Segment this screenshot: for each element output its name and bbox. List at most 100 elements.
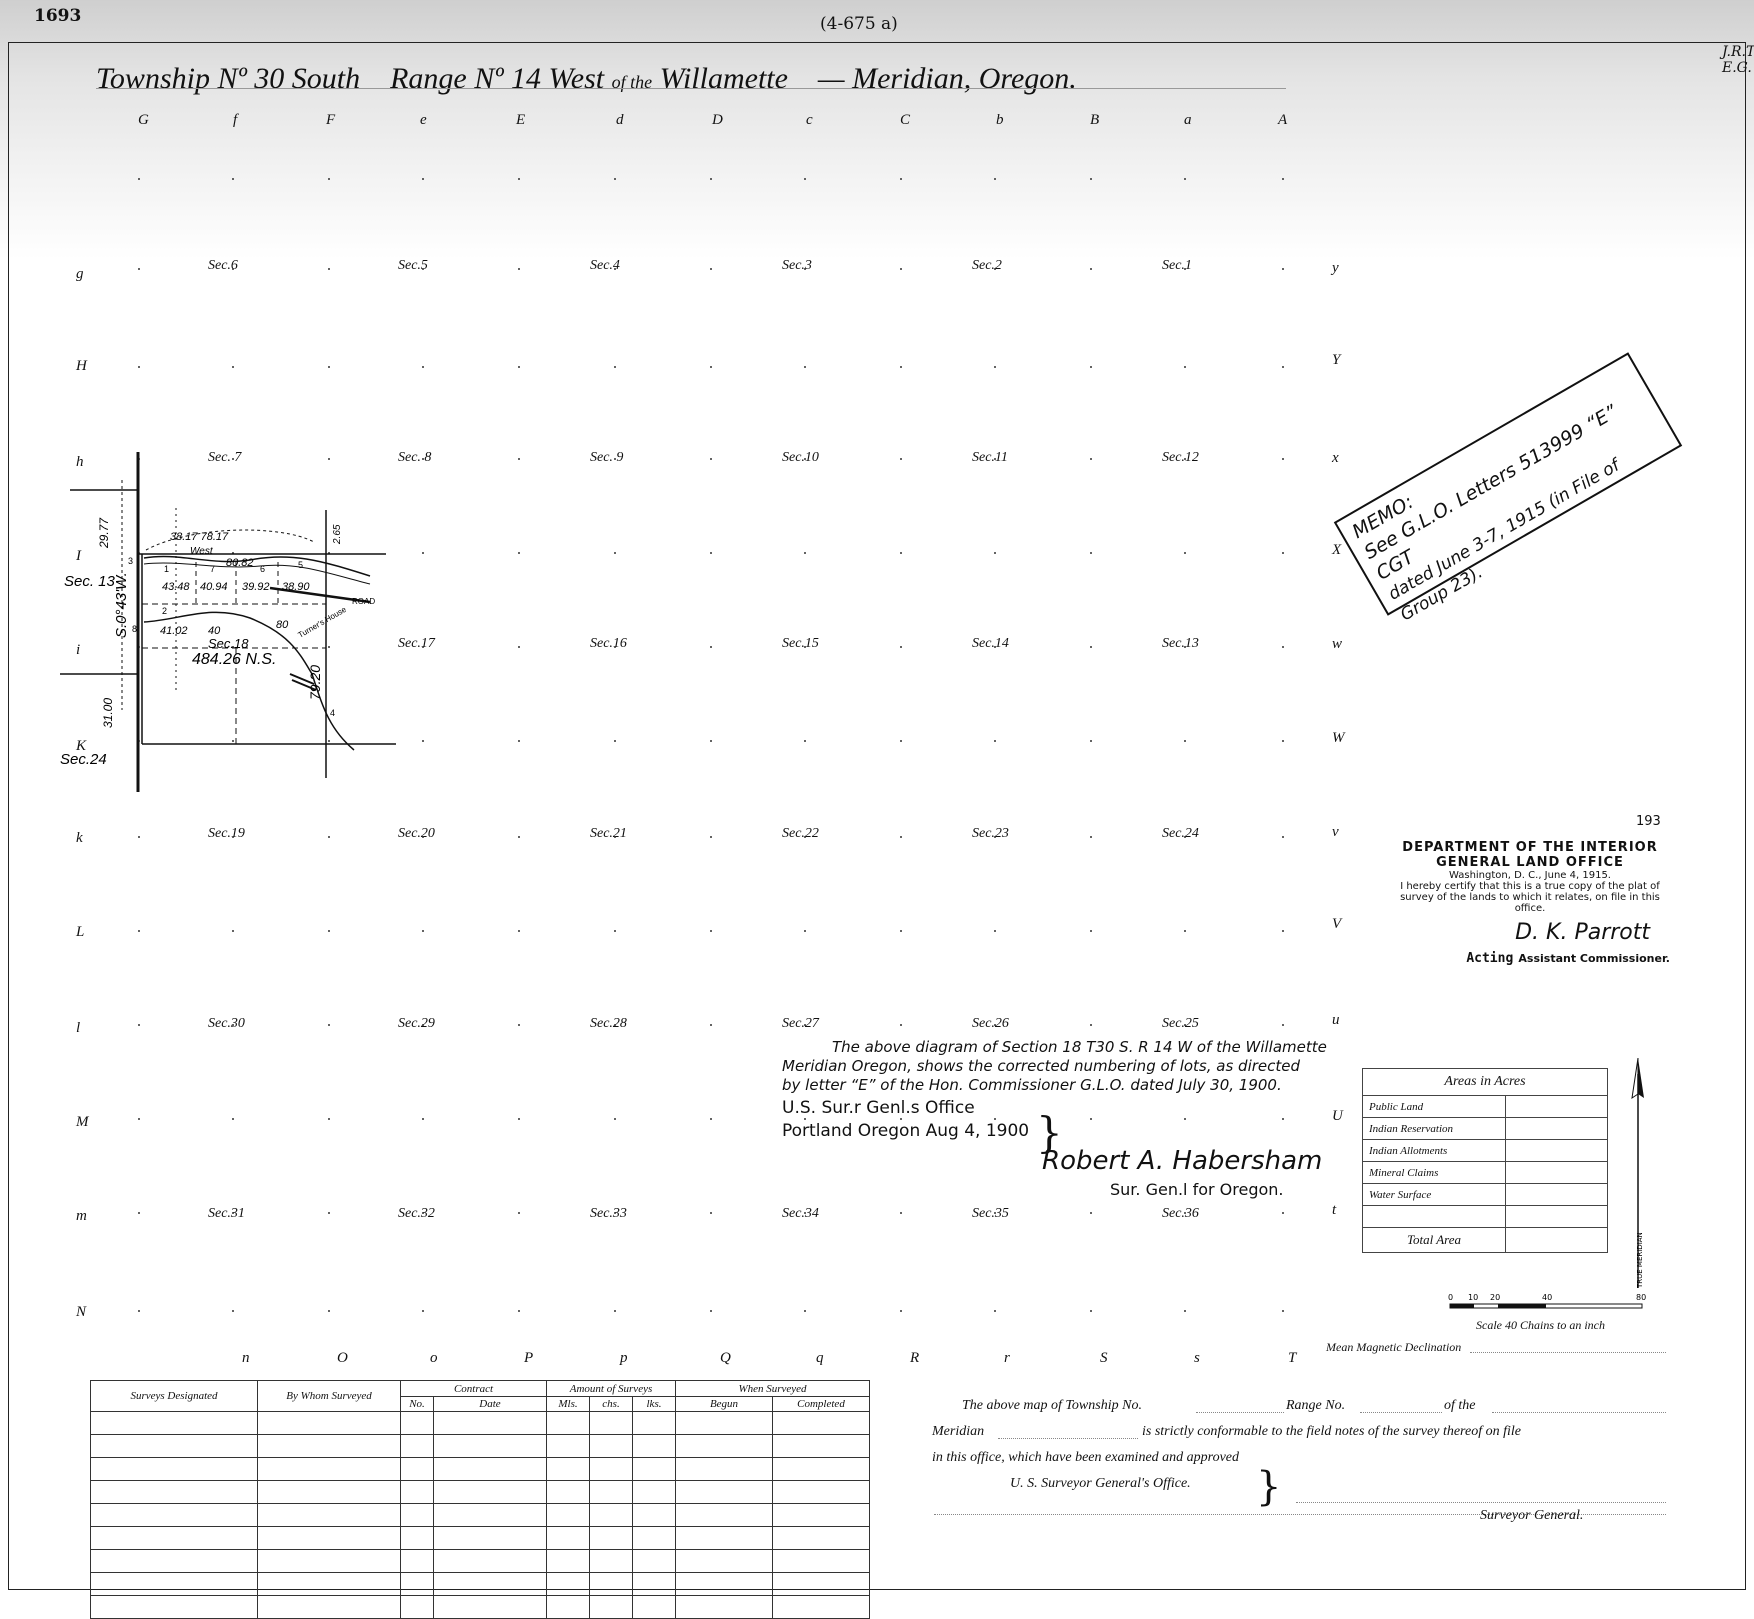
plat-number: (4-675 a) [820,14,898,34]
areas-row-label: Public Land [1362,1095,1506,1118]
grid-corner-dot [994,178,996,180]
lot-number-4: 4 [330,708,335,718]
grid-corner-dot [994,268,996,270]
grid-corner-dot [1090,268,1092,270]
cert-line-1a: The above map of Township No. [962,1398,1142,1413]
inset-dist-right-top: 2.65 [332,524,343,545]
scan-shading [0,0,1754,260]
scale-tick: 20 [1490,1293,1500,1302]
grid-corner-dot [138,1310,140,1312]
grid-corner-dot [232,178,234,180]
grid-corner-dot [328,1024,330,1026]
reviewer-initials: J.R.T. E.G. [1722,44,1754,76]
table-row [90,1480,870,1504]
top-corner-letter: e [420,112,427,128]
section-label: Sec.33 [590,1206,627,1221]
grid-corner-dot [1090,1024,1092,1026]
contract-no-header: No. [400,1396,434,1412]
grid-corner-dot [900,552,902,554]
grid-corner-dot [518,1310,520,1312]
grid-corner-dot [614,268,616,270]
section-label: Sec.17 [398,636,435,651]
grid-corner-dot [1184,930,1186,932]
section-label: Sec.35 [972,1206,1009,1221]
areas-row-label: Water Surface [1362,1183,1506,1206]
grid-corner-dot [328,178,330,180]
bottom-corner-letter: O [337,1350,348,1366]
grid-corner-dot [422,646,424,648]
river-lot-acres: 80.82 [226,557,254,569]
grid-corner-dot [900,1118,902,1120]
bottom-corner-letter: r [1004,1350,1010,1366]
section-label: Sec.15 [782,636,819,651]
section-label: Sec.34 [782,1206,819,1221]
grid-corner-dot [900,646,902,648]
lot-8-acres: 41.02 [160,625,188,637]
grid-corner-dot [994,836,996,838]
grid-corner-dot [138,1024,140,1026]
grid-corner-dot [994,646,996,648]
grid-corner-dot [1282,740,1284,742]
grid-corner-dot [518,930,520,932]
grid-corner-dot [232,930,234,932]
grid-corner-dot [1090,1118,1092,1120]
grid-corner-dot [422,178,424,180]
top-corner-letter: d [616,112,624,128]
grid-corner-dot [1282,458,1284,460]
grid-corner-dot [900,1024,902,1026]
grid-corner-dot [422,930,424,932]
areas-header: Areas in Acres [1362,1068,1608,1096]
cert-line-2b: is strictly conformable to the field not… [1142,1424,1521,1439]
grid-corner-dot [422,458,424,460]
grid-corner-dot [1184,836,1186,838]
cert-line-2a: Meridian [932,1424,985,1439]
left-corner-letter: l [76,1020,81,1036]
scale-bar: 0 10 20 40 80 [1448,1293,1646,1309]
inset-sec13-label: Sec. 13 [64,573,116,590]
true-meridian-label: TRUE MERIDIAN [1636,1232,1644,1289]
grid-corner-dot [422,740,424,742]
section-label: Sec.20 [398,826,435,841]
areas-row-label [1362,1205,1506,1228]
section-label: Sec.27 [782,1016,819,1031]
grid-corner-dot [710,836,712,838]
grid-corner-dot [1184,552,1186,554]
areas-table: Areas in Acres Public Land Indian Reserv… [1362,1068,1608,1253]
grid-corner-dot [1090,1212,1092,1214]
grid-corner-dot [710,930,712,932]
grid-corner-dot [518,740,520,742]
lot-number-1: 1 [164,564,169,574]
grid-corner-dot [1090,458,1092,460]
grid-corner-dot [1282,1024,1284,1026]
left-corner-letter: g [76,266,84,282]
grid-corner-dot [1090,366,1092,368]
bottom-corner-letter: n [242,1350,250,1366]
cert-office: U. S. Surveyor General's Office. [1010,1476,1191,1491]
grid-corner-dot [614,552,616,554]
section-label: Sec.19 [208,826,245,841]
grid-corner-dot [710,268,712,270]
grid-corner-dot [422,1212,424,1214]
grid-corner-dot [1184,1310,1186,1312]
table-row [90,1434,870,1458]
top-corner-letter: B [1090,112,1100,128]
section-label: Sec.31 [208,1206,245,1221]
grid-corner-dot [518,646,520,648]
lot-number-8: 8 [132,624,137,634]
left-corner-letter: i [76,642,81,658]
table-row [90,1503,870,1527]
grid-corner-dot [518,366,520,368]
grid-corner-dot [804,836,806,838]
grid-corner-dot [804,178,806,180]
left-corner-letter: h [76,454,84,470]
grid-corner-dot [232,1212,234,1214]
turners-house-label: Turner's House [297,605,349,640]
scale-tick: 0 [1448,1293,1453,1302]
bottom-corner-letter: s [1194,1350,1200,1366]
grid-corner-dot [1282,1310,1284,1312]
grid-corner-dot [900,740,902,742]
grid-corner-dot [994,1310,996,1312]
correction-note: The above diagram of Section 18 T30 S. R… [782,1038,1342,1141]
section-label: Sec.2 [972,258,1002,273]
surveys-table: Surveys Designated By Whom Surveyed Cont… [90,1380,870,1619]
